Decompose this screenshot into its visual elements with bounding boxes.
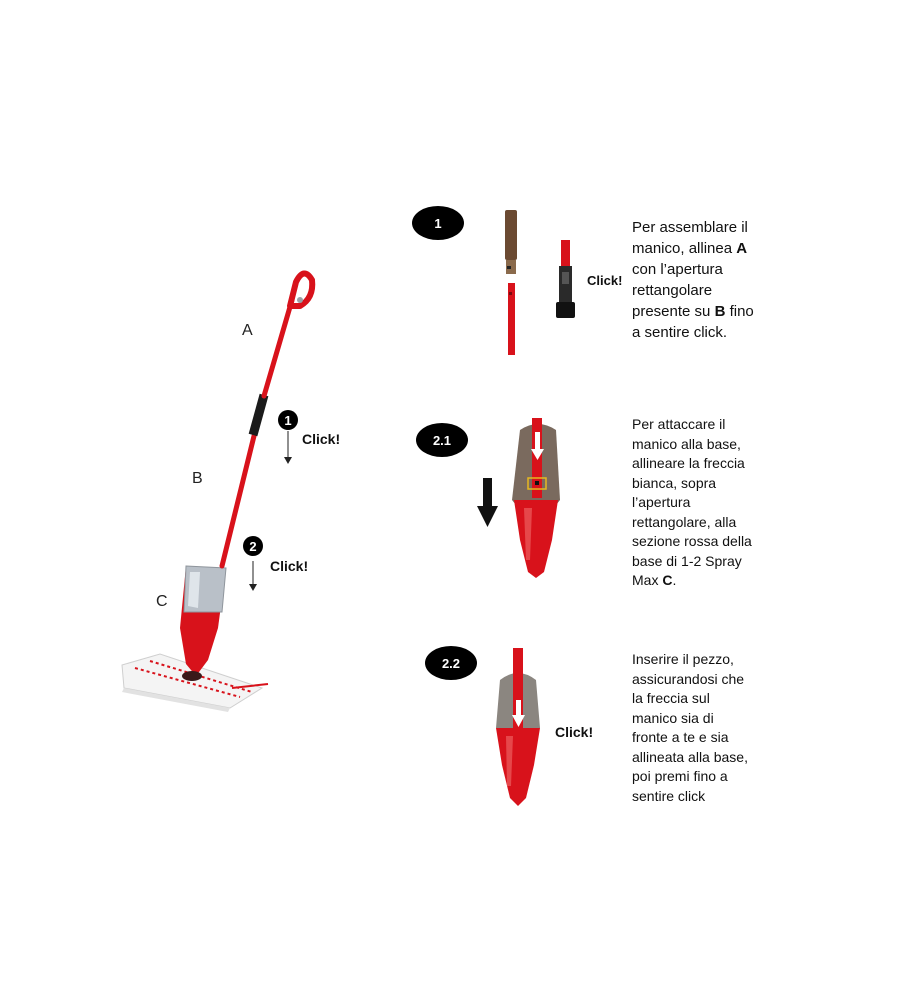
step-2-2-description: Inserire il pezzo, assicurandosi che la …: [632, 650, 748, 806]
step-2-1-line: l’apertura: [632, 494, 691, 510]
mop-base-bottle: [180, 565, 227, 681]
step-1-line: rettangolare: [632, 282, 713, 299]
handle-grip: [287, 270, 316, 309]
step-2-2-line: la freccia sul: [632, 690, 710, 706]
handle-upper-a: [261, 297, 295, 399]
label-a: A: [242, 322, 253, 339]
step-badge-2-2: 2.2: [425, 646, 477, 680]
step-2-2-line: manico sia di: [632, 709, 714, 726]
handle-lower-b: [219, 433, 257, 569]
step-2-click-label: Click!: [270, 558, 309, 574]
step-2-1-line: rettangolare, alla: [632, 513, 737, 530]
step-2-1-line: manico alla base,: [632, 435, 741, 452]
step-1-description: Per assemblare il manico, allinea A con …: [632, 217, 754, 343]
step-2-2-line: poi premi fino a: [632, 768, 728, 784]
step-badge-2-1: 2.1: [416, 423, 468, 457]
step-1-line: presente su B fino: [632, 303, 754, 320]
step-2-1-description: Per attaccare il manico alla base, allin…: [632, 415, 752, 591]
step-1-line: a sentire click.: [632, 324, 728, 341]
step-2-1-line: base di 1-2 Spray: [632, 552, 742, 569]
label-c: C: [156, 593, 168, 610]
step-1-click-label: Click!: [302, 431, 341, 447]
step-2-2-line: allineata alla base,: [632, 748, 748, 765]
step-1-line: manico, allinea A: [632, 240, 748, 257]
step-2-1-line: bianca, sopra: [632, 474, 717, 491]
label-b: B: [192, 470, 203, 487]
step-badge-1: 1: [412, 206, 464, 240]
step-2-2-line: Inserire il pezzo,: [632, 651, 734, 667]
step-2-1-line: allineare la freccia: [632, 455, 745, 471]
step-1-line: con l’apertura: [632, 261, 723, 278]
step-2-2-line: sentire click: [632, 787, 706, 804]
step-1-click-label-detail: Click!: [587, 273, 623, 288]
step-1-line: Per assemblare il: [632, 219, 748, 236]
step-2-1-line: Per attaccare il: [632, 416, 726, 432]
step-1-number-badge: 1: [278, 410, 298, 430]
step-2-2-line: fronte a te e sia: [632, 729, 729, 745]
step-2-1-line: sezione rossa della: [632, 533, 752, 549]
step-2-2-line: assicurandosi che: [632, 670, 745, 687]
step-2-number-badge: 2: [243, 536, 263, 556]
step-2-2-click-label: Click!: [555, 724, 594, 740]
step-2-1-line: Max C.: [632, 572, 677, 588]
